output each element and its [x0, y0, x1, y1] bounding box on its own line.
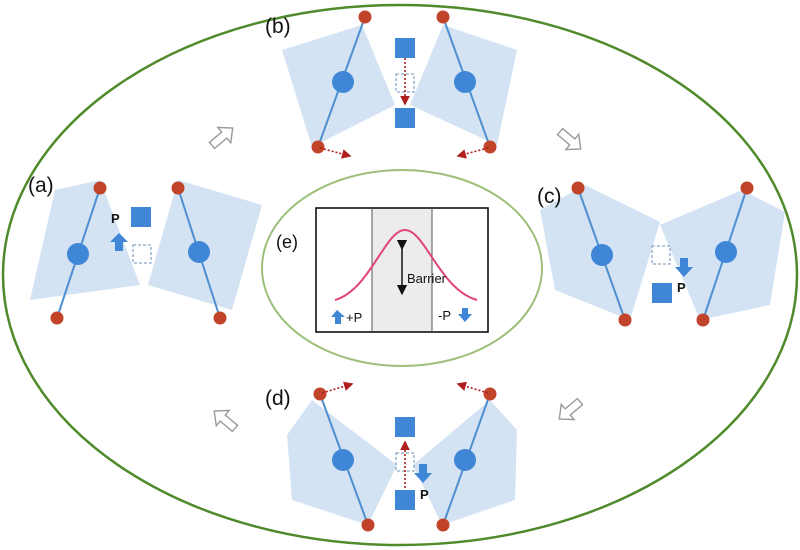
- apex-atom: [361, 518, 375, 532]
- apex-atom: [618, 313, 632, 327]
- ion-square-start: [395, 38, 415, 58]
- panel-c: P (c): [537, 181, 785, 327]
- apex-atom: [213, 311, 227, 325]
- apex-atom: [696, 313, 710, 327]
- polarization-down-arrow: [414, 464, 432, 483]
- apex-atom: [171, 181, 185, 195]
- flow-arrow-c-to-d: [558, 397, 584, 421]
- polarization-down-arrow: [675, 258, 693, 277]
- panel-a: P (a): [28, 174, 262, 325]
- flow-arrow-b-to-c: [556, 127, 582, 151]
- apex-atom: [93, 181, 107, 195]
- plus-p-label: +P: [346, 310, 362, 325]
- apex-atom: [50, 311, 64, 325]
- minus-p-down-arrow: [458, 308, 472, 322]
- vacancy-square: [651, 245, 671, 265]
- panel-e-energy-barrier: Barrier +P -P (e): [276, 207, 489, 333]
- panel-b: (b): [265, 10, 517, 159]
- central-atom: [454, 449, 476, 471]
- central-atom: [67, 243, 89, 265]
- flow-arrow-a-to-b: [208, 126, 234, 150]
- apex-atom: [311, 140, 325, 154]
- central-atom: [715, 241, 737, 263]
- minus-p-label: -P: [438, 308, 451, 323]
- central-atom: [591, 244, 613, 266]
- polarization-up-arrow: [110, 233, 128, 251]
- apex-atom: [483, 387, 497, 401]
- inner-ellipse: [261, 169, 543, 367]
- apex-displacement-arrow: [456, 147, 489, 159]
- panel-d: P (d): [265, 381, 517, 532]
- central-atom: [332, 71, 354, 93]
- ion-square-start: [395, 490, 415, 510]
- cycle-flow-arrows: [208, 126, 584, 433]
- ion-square: [652, 283, 672, 303]
- apex-displacement-arrow: [321, 381, 354, 394]
- apex-atom: [436, 10, 450, 24]
- panel-label: (b): [265, 15, 291, 38]
- vacancy-square: [132, 244, 152, 264]
- central-atom: [332, 449, 354, 471]
- energy-plot-frame: [315, 207, 489, 333]
- panel-label: (a): [28, 174, 54, 197]
- plus-p-up-arrow: [331, 310, 345, 324]
- apex-displacement-arrow: [319, 147, 352, 159]
- apex-atom: [740, 181, 754, 195]
- polarization-label: P: [420, 487, 429, 502]
- octahedron-left: [30, 180, 140, 300]
- polarization-label: P: [111, 211, 120, 226]
- ion-square-end: [395, 108, 415, 128]
- barrier-label: Barrier: [407, 271, 447, 286]
- polarization-label: P: [677, 280, 686, 295]
- apex-atom: [483, 140, 497, 154]
- flow-arrow-d-to-a: [213, 409, 239, 433]
- ion-square: [131, 207, 151, 227]
- apex-atom: [571, 181, 585, 195]
- ion-square-end: [395, 417, 415, 437]
- apex-atom: [313, 387, 327, 401]
- apex-atom: [436, 518, 450, 532]
- outer-cycle-ellipse: [1, 3, 799, 547]
- panel-label: (c): [537, 185, 562, 208]
- energy-barrier-curve: [334, 228, 478, 301]
- panel-label: (d): [265, 387, 291, 410]
- panel-label: (e): [276, 232, 298, 252]
- central-atom: [454, 71, 476, 93]
- central-atom: [188, 241, 210, 263]
- apex-atom: [358, 10, 372, 24]
- apex-displacement-arrow: [456, 381, 489, 394]
